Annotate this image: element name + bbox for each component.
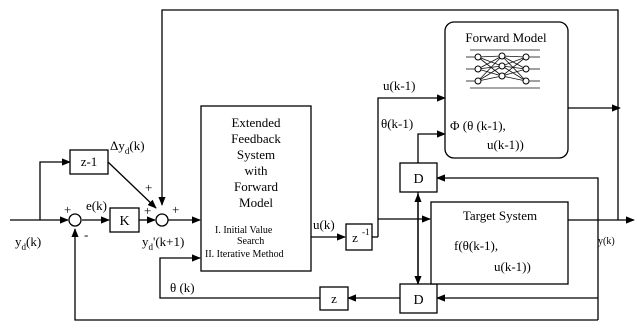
d-top-in-line [436, 174, 599, 220]
d-top-label: D [413, 172, 423, 187]
theta-k-line [159, 254, 320, 299]
target-system-title: Target System [463, 208, 537, 223]
d-top-block [399, 162, 438, 193]
z-minus-1-label: z-1 [81, 154, 98, 169]
forward-model-fn-1: Φ (θ (k-1), [450, 118, 506, 133]
efs-line-4: with [244, 163, 268, 178]
u-label: u(k) [313, 217, 335, 232]
efs-line-6: Model [239, 195, 273, 210]
e-label: e(k) [86, 198, 107, 213]
target-system-block [430, 201, 569, 285]
bottom-feedback-line [71, 228, 598, 321]
delta-line [107, 161, 157, 209]
d-bottom-block [399, 283, 438, 314]
efs-method-1-cont: Search [237, 236, 264, 247]
summer2-plus-delta-sign: + [145, 180, 152, 195]
forward-model-title: Forward Model [465, 30, 547, 45]
efs-method-2: II. Iterative Method [205, 249, 284, 260]
efs-line-1: Extended [231, 115, 281, 130]
summer1-plus-sign: + [64, 202, 71, 217]
delay-superscript: -1 [362, 227, 370, 237]
summer1-minus-sign: - [84, 227, 88, 242]
delay-label: z [352, 230, 358, 245]
z-minus-1-block [69, 149, 109, 175]
z-bottom-block [319, 286, 349, 311]
theta-forward-line [417, 130, 446, 163]
yd-branch-line [39, 158, 71, 220]
delay-block [345, 223, 373, 251]
efs-line-2: Feedback [231, 131, 281, 146]
summer2-plus-feedback-sign: + [172, 202, 179, 217]
gain-label: K [119, 214, 129, 229]
yd-label: yd(k) [15, 234, 41, 252]
target-system-fn-1: f(θ(k-1), [454, 238, 498, 253]
y-output-label: y(k) [598, 236, 615, 247]
theta-prev-label: θ(k-1) [381, 116, 413, 131]
extended-feedback-system-block [200, 105, 312, 272]
u-prev-label: u(k-1) [383, 78, 416, 93]
efs-line-3: System [237, 147, 275, 162]
efs-method-1: I. Initial Value [215, 225, 273, 236]
z-bottom-label: z [331, 291, 337, 306]
u-prev-up-line [377, 94, 446, 237]
neural-network-icon [466, 49, 540, 89]
top-feedback-line [158, 9, 619, 220]
gain-block [109, 207, 140, 233]
efs-line-5: Forward [234, 179, 279, 194]
forward-model-fn-2: u(k-1)) [487, 137, 524, 152]
delta-yd-label: Δyd(k) [110, 138, 145, 156]
summer-2 [155, 213, 169, 227]
theta-k-label: θ (k) [170, 280, 195, 295]
summer-1 [68, 213, 82, 227]
target-system-fn-2: u(k-1)) [494, 259, 531, 274]
ydprime-label: yd'(k+1) [142, 234, 184, 252]
summer2-plus-k-sign: + [144, 203, 151, 218]
d-bottom-label: D [413, 293, 423, 308]
